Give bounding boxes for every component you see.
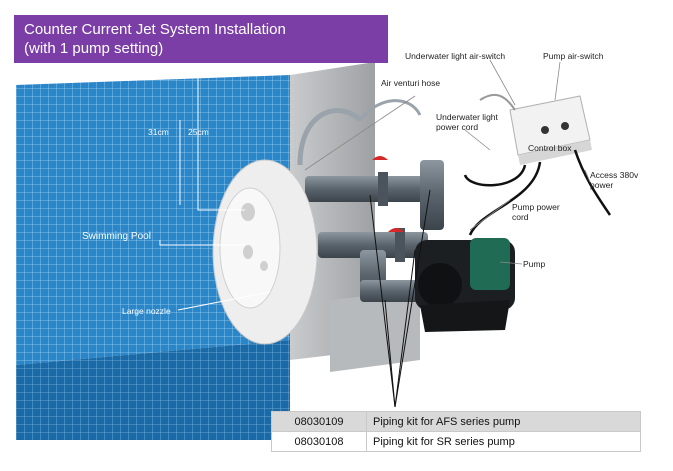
part-description: Piping kit for SR series pump: [366, 431, 641, 452]
large-nozzle: [212, 159, 318, 345]
label-access-power-1: Access 380v: [590, 170, 639, 180]
label-swimming-pool: Swimming Pool: [82, 231, 151, 242]
title-line-2: (with 1 pump setting): [24, 40, 164, 57]
label-pump: Pump: [523, 259, 546, 269]
parts-table: 08030109 Piping kit for AFS series pump …: [271, 411, 641, 452]
part-code: 08030108: [271, 431, 367, 452]
title-banner: Counter Current Jet System Installation …: [14, 15, 388, 63]
part-code: 08030109: [271, 411, 367, 432]
label-underwater-light-switch: Underwater light air-switch: [405, 51, 506, 61]
label-access-power-2: power: [590, 180, 614, 190]
label-pump-power-cord-2: cord: [512, 212, 529, 222]
label-dim-31: 31cm: [148, 127, 169, 137]
title-line-1: Counter Current Jet System Installation: [24, 21, 286, 38]
label-air-venturi-hose: Air venturi hose: [381, 78, 441, 88]
label-control-box: Control box: [528, 143, 572, 153]
label-pump-switch: Pump air-switch: [543, 51, 604, 61]
control-box: [463, 93, 612, 236]
label-underwater-light-cord-2: power cord: [436, 122, 479, 132]
part-description: Piping kit for AFS series pump: [366, 411, 641, 432]
label-large-nozzle: Large nozzle: [122, 306, 171, 316]
table-row: 08030108 Piping kit for SR series pump: [271, 431, 641, 452]
label-pump-power-cord-1: Pump power: [512, 202, 560, 212]
label-underwater-light-cord-1: Underwater light: [436, 112, 498, 122]
table-row: 08030109 Piping kit for AFS series pump: [271, 411, 641, 432]
leader-lines: [159, 59, 591, 408]
label-dim-25: 25cm: [188, 127, 209, 137]
pump-body: [415, 238, 515, 332]
